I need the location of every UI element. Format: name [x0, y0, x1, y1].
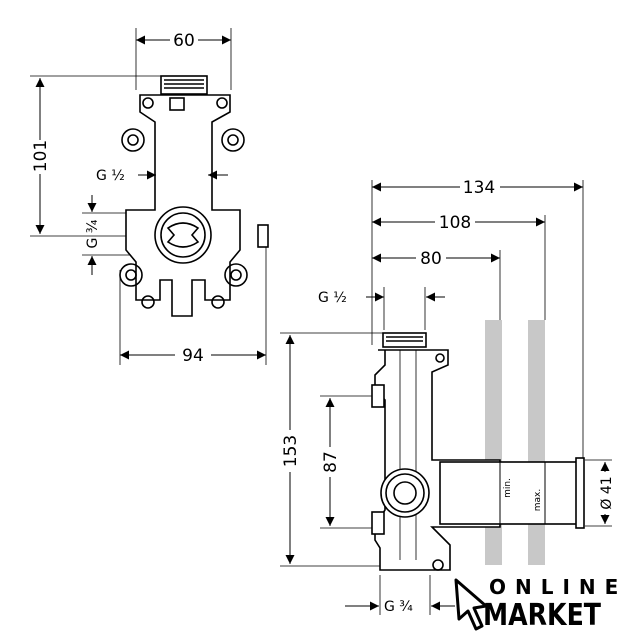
side-inlet-thread: G ¾	[384, 599, 413, 615]
walls	[485, 320, 545, 565]
dim-bg	[596, 472, 616, 514]
extension-lines	[280, 180, 612, 615]
min-label: min.	[503, 478, 513, 498]
front-outlet-thread: G ½	[96, 168, 125, 184]
dim-bg	[170, 30, 198, 50]
dim-bg	[435, 212, 475, 232]
dim-width-top: 60	[173, 31, 195, 51]
dim-bg	[320, 447, 340, 477]
dim-depth-total: 134	[463, 178, 495, 198]
max-label: max.	[533, 489, 543, 511]
dim-height-outlet: 87	[321, 451, 341, 473]
dim-depth-mid: 108	[439, 213, 471, 233]
dim-width-bottom: 94	[182, 346, 204, 366]
online-market-logo: ONLINE MARKET	[454, 575, 627, 633]
dim-height-total: 153	[281, 435, 301, 467]
cursor-icon	[454, 578, 488, 631]
dim-bg	[280, 430, 300, 472]
side-outlet-thread: G ½	[318, 290, 347, 306]
dim-height: 101	[31, 140, 51, 172]
dim-bg	[416, 248, 446, 268]
extension-lines	[30, 28, 267, 365]
logo-line2: MARKET	[483, 598, 601, 633]
front-inlet-thread: G ¾	[85, 219, 101, 248]
dim-bg	[30, 140, 50, 174]
front-view	[30, 28, 269, 365]
dim-bg	[175, 345, 211, 365]
dim-diameter: Ø 41	[599, 476, 615, 509]
logo-line1: ONLINE	[489, 575, 627, 599]
side-view	[280, 180, 612, 615]
dim-bg	[460, 177, 500, 197]
dim-depth-min: 80	[420, 249, 442, 269]
